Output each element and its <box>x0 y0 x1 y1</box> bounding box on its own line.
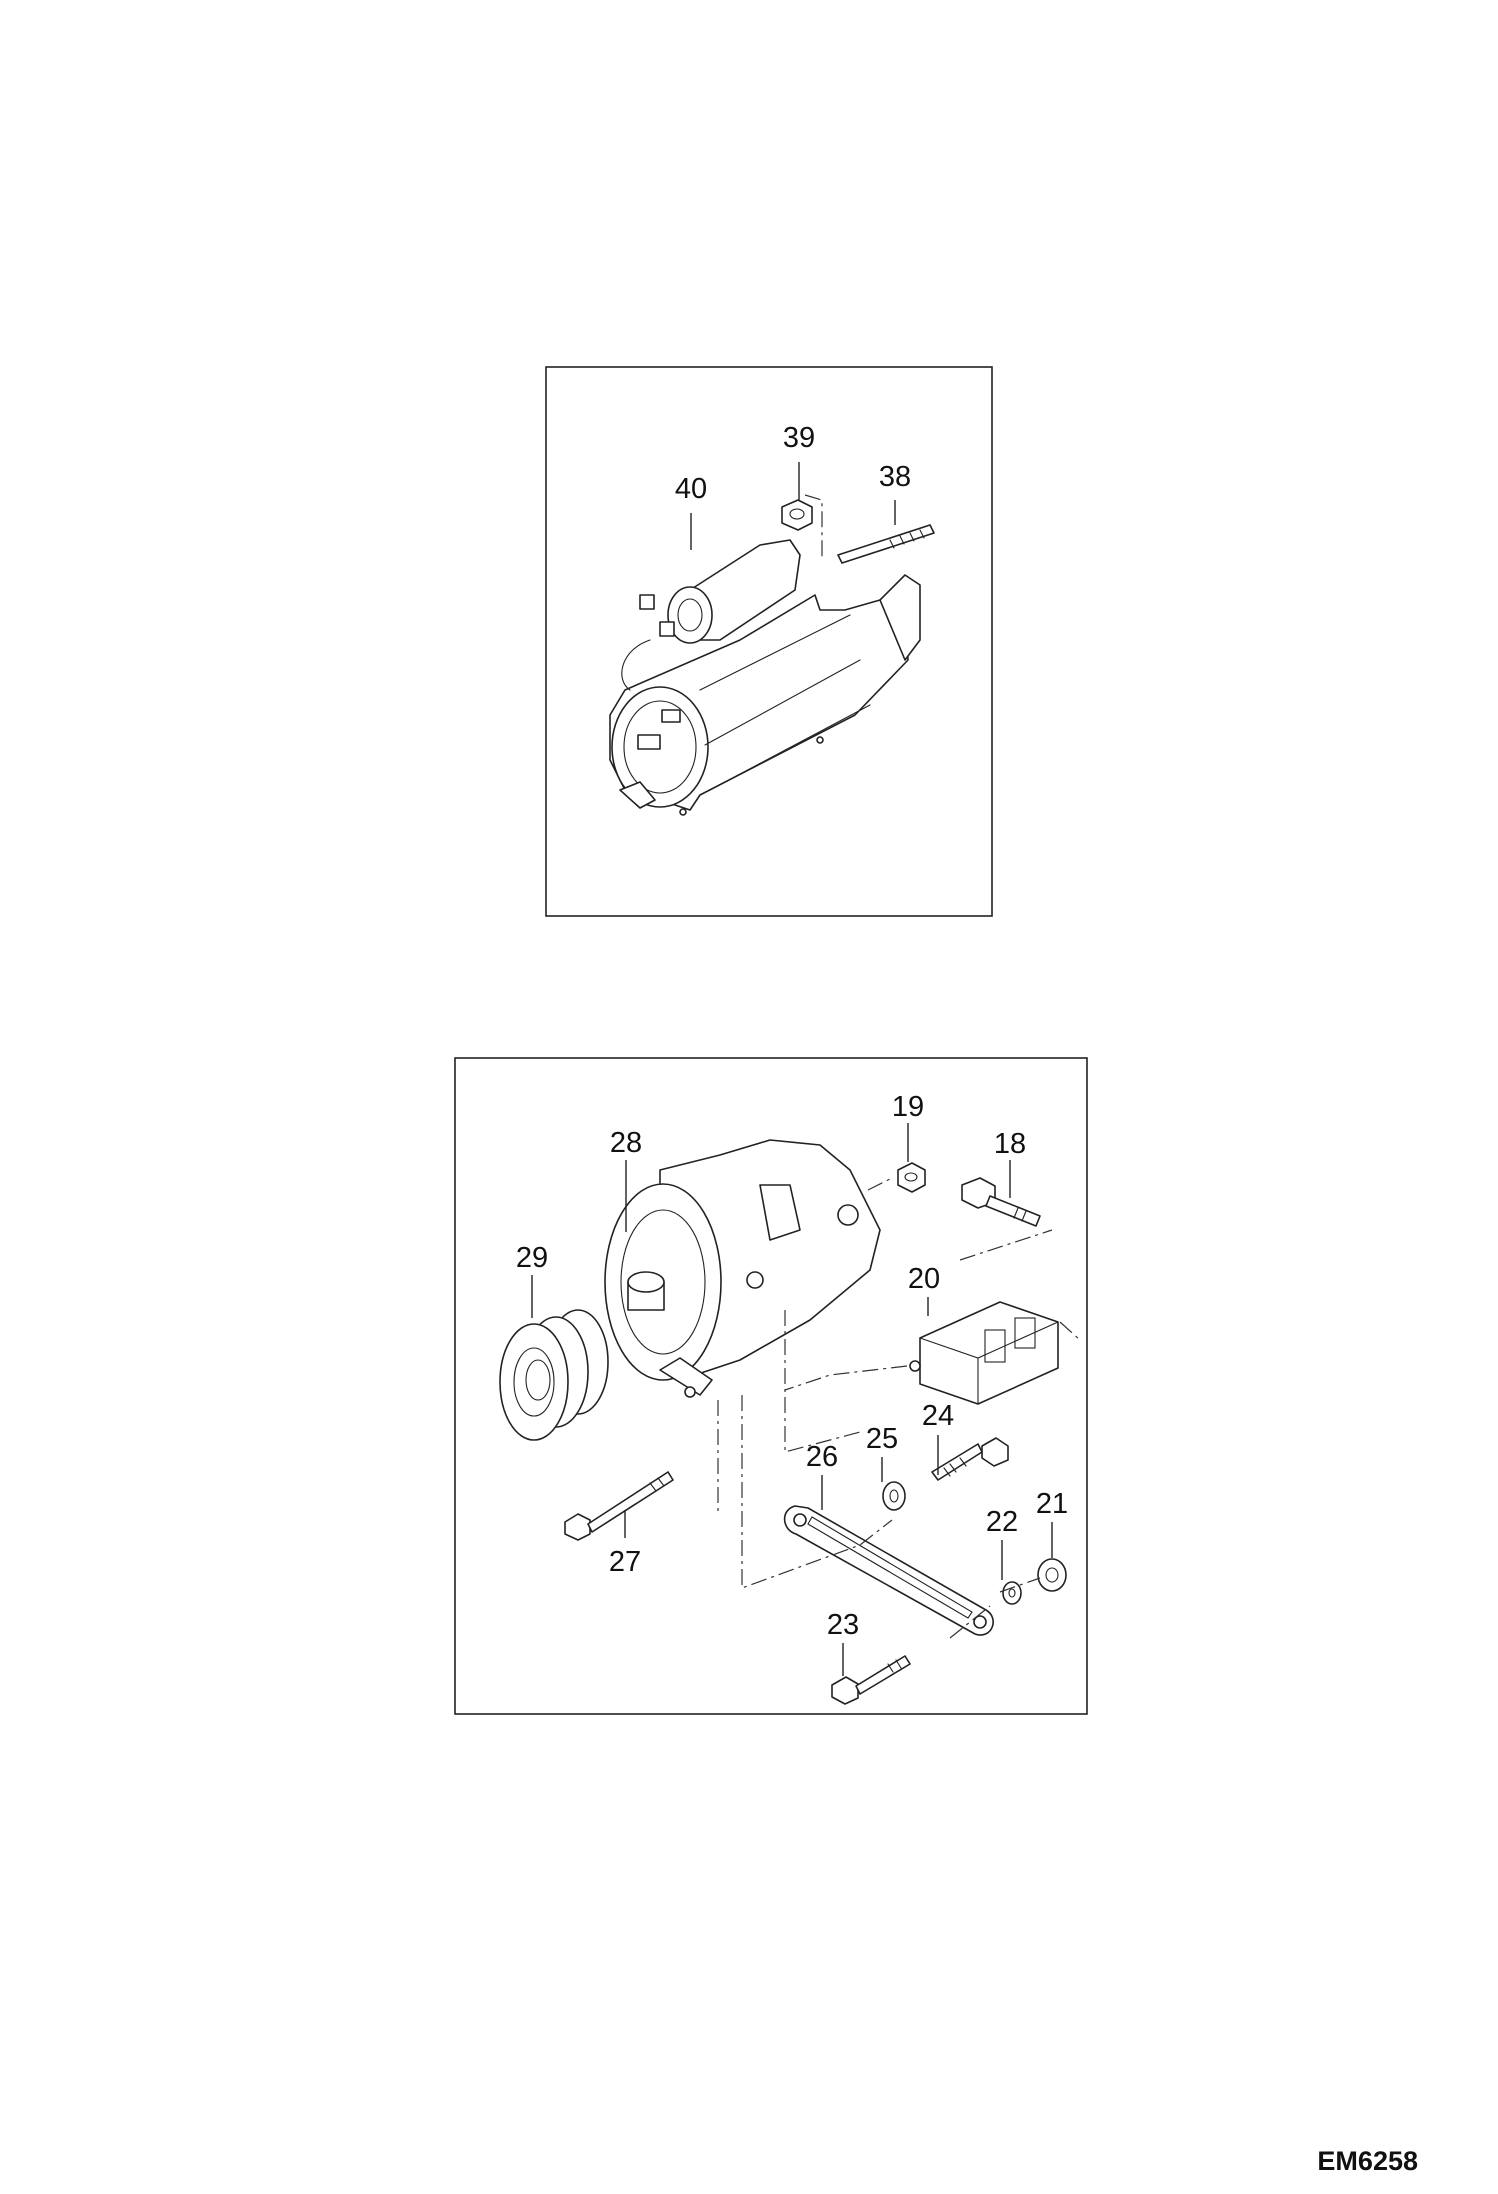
part-27-bolt <box>564 1471 674 1541</box>
alignment-line <box>804 494 823 560</box>
part-18-bolt <box>961 1177 1041 1227</box>
starter-motor <box>609 539 921 816</box>
figure-code: EM6258 <box>1317 2146 1418 2176</box>
callout-23: 23 <box>827 1609 859 1641</box>
starter-motor-panel: 39 40 38 <box>545 366 993 917</box>
callout-26: 26 <box>806 1441 838 1473</box>
callout-24: 24 <box>922 1400 954 1432</box>
part-19-nut <box>897 1162 926 1193</box>
part-23-bolt <box>831 1655 911 1705</box>
part-26-adjusting-strap <box>783 1505 994 1636</box>
callout-18: 18 <box>994 1128 1026 1160</box>
part-39-nut <box>781 499 813 531</box>
callout-22: 22 <box>986 1506 1018 1538</box>
part-20-bracket <box>909 1301 1059 1405</box>
part-24-bolt <box>931 1437 1009 1481</box>
part-25-washer <box>882 1481 906 1511</box>
callout-21: 21 <box>1036 1488 1068 1520</box>
part-38-stud <box>837 524 935 564</box>
callout-20: 20 <box>908 1263 940 1295</box>
part-29-pulley <box>499 1309 609 1441</box>
part-21-nut <box>1037 1558 1067 1592</box>
callout-28: 28 <box>610 1127 642 1159</box>
callout-39: 39 <box>783 422 815 454</box>
alternator-panel-frame <box>454 1057 1088 1715</box>
starter-panel-frame <box>545 366 993 917</box>
alternator-panel: 19 28 18 29 20 25 24 26 21 22 27 23 <box>454 1057 1088 1715</box>
callout-25: 25 <box>866 1423 898 1455</box>
callout-27: 27 <box>609 1546 641 1578</box>
part-28-alternator <box>604 1139 881 1398</box>
callout-29: 29 <box>516 1242 548 1274</box>
callout-40: 40 <box>675 473 707 505</box>
callout-38: 38 <box>879 461 911 493</box>
part-22-washer <box>1002 1581 1022 1605</box>
callout-19: 19 <box>892 1091 924 1123</box>
